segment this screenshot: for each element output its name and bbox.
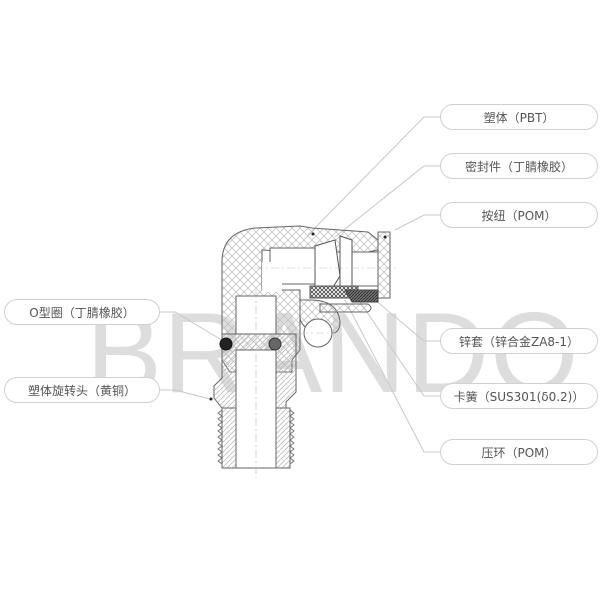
leader-lines bbox=[160, 116, 440, 453]
label-zinc-sleeve: 锌套（锌合金ZA8-1） bbox=[440, 328, 598, 354]
label-swivel-head: 塑体旋转头（黄铜） bbox=[4, 377, 160, 403]
label-release-button: 按纽（POM） bbox=[440, 202, 598, 228]
label-o-ring: O型圈（丁腈橡胶） bbox=[4, 299, 160, 325]
o-ring-left bbox=[219, 337, 233, 351]
o-ring-right bbox=[268, 337, 282, 351]
label-seal: 密封件（丁腈橡胶） bbox=[440, 153, 598, 179]
label-body: 塑体（PBT） bbox=[440, 104, 598, 130]
label-collet-spring: 卡簧（SUS301(δ0.2)） bbox=[440, 383, 598, 409]
label-press-ring: 压环（POM） bbox=[440, 439, 598, 465]
